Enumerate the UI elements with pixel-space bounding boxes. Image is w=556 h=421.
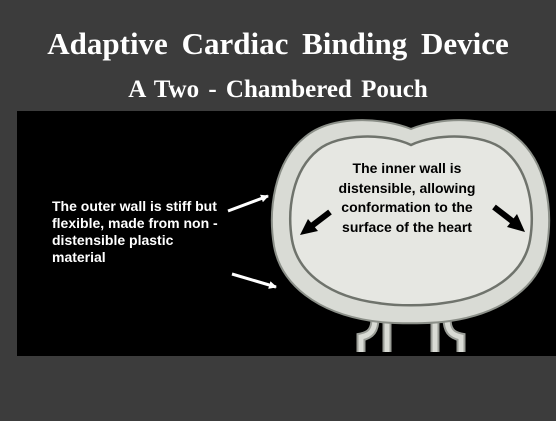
inner-wall-label: The inner wall is distensible, allowing … xyxy=(317,159,497,237)
outer-wall-arrow-bottom xyxy=(232,274,276,287)
outer-wall-label: The outer wall is stiff but flexible, ma… xyxy=(52,198,227,266)
outer-wall-arrow-top xyxy=(228,196,268,211)
